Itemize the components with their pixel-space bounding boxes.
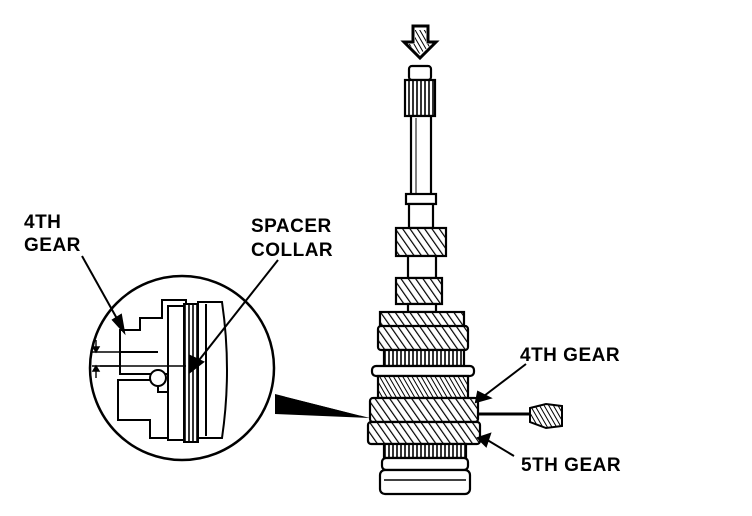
fifth-gear-label: 5TH GEAR xyxy=(521,455,621,476)
mainshaft-assembly xyxy=(366,64,482,496)
inset-4th-gear-label-line1: 4TH xyxy=(24,212,61,233)
inset-4th-gear-label-line2: GEAR xyxy=(24,235,81,256)
feeler-gauge-icon xyxy=(478,402,563,430)
leader-lines xyxy=(81,255,527,457)
spacer-collar-label-line1: SPACER xyxy=(251,216,332,237)
spacer-collar-label-line2: COLLAR xyxy=(251,240,333,261)
detail-inset xyxy=(88,274,276,462)
fourth-gear-label: 4TH GEAR xyxy=(520,345,620,366)
press-arrow-icon xyxy=(400,24,440,61)
magnifier-cone xyxy=(275,394,370,418)
